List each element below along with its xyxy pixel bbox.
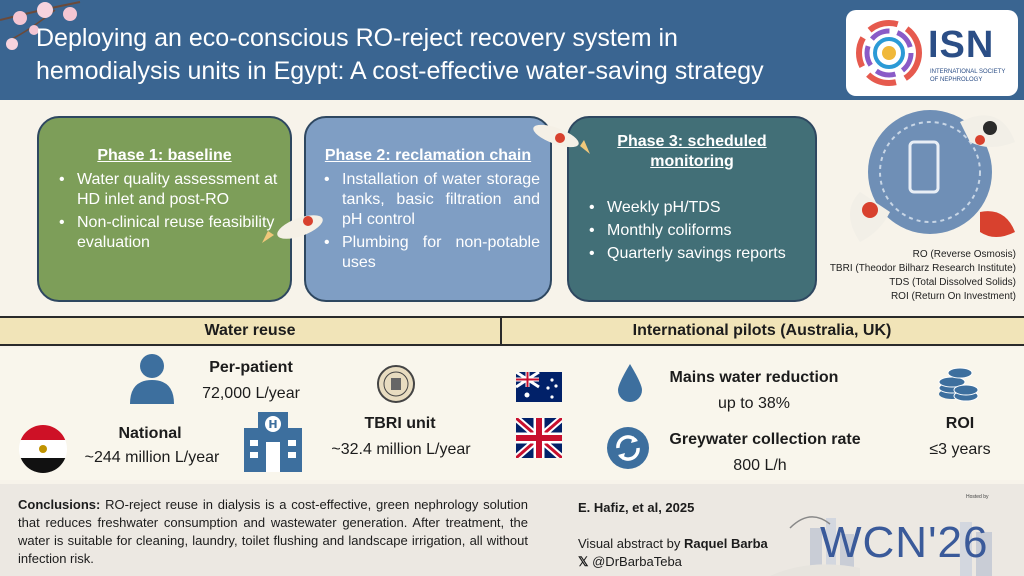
phase-1-box: Phase 1: baseline Water quality assessme… <box>37 116 292 302</box>
phase-2-title: Phase 2: reclamation chain <box>324 147 532 164</box>
conclusions-text: Conclusions: RO-reject reuse in dialysis… <box>18 497 528 566</box>
uk-flag-icon <box>516 418 562 458</box>
mains-reduction-value: up to 38% <box>717 395 791 412</box>
isn-logo: ISN INTERNATIONAL SOCIETY OF NEPHROLOGY <box>846 10 1018 96</box>
tbri-seal-icon <box>377 365 415 403</box>
recycle-cycle-icon <box>607 427 649 469</box>
national-value: ~244 million L/year <box>84 449 220 466</box>
greywater-value: 800 L/h <box>733 457 787 474</box>
city-skyline-illustration <box>770 516 992 576</box>
koi-globe-illustration <box>850 110 1015 242</box>
wcn-event-logo: WCN'26 <box>820 518 989 567</box>
water-reuse-heading: Water reuse <box>204 322 296 339</box>
pilots-heading: International pilots (Australia, UK) <box>632 322 892 339</box>
abbreviations-list: RO (Reverse Osmosis) TBRI (Theodor Bilha… <box>829 249 1016 302</box>
national-label: National <box>118 425 182 442</box>
tbri-value: ~32.4 million L/year <box>331 441 471 458</box>
mains-reduction-label: Mains water reduction <box>669 369 839 386</box>
phase-1-title: Phase 1: baseline <box>97 147 232 164</box>
isn-ring-icon <box>856 20 922 86</box>
per-patient-label: Per-patient <box>209 359 293 376</box>
cherry-blossom-icon <box>0 1 81 50</box>
visual-abstract-credit: Visual abstract by Raquel Barba <box>578 536 768 551</box>
roi-label: ROI <box>945 415 975 432</box>
phase-2-box: Phase 2: reclamation chain Installation … <box>304 116 552 302</box>
hosted-by-label: Hosted by <box>966 494 989 500</box>
svg-text:H: H <box>268 418 277 431</box>
isn-logo-subtext: INTERNATIONAL SOCIETY OF NEPHROLOGY <box>930 69 1006 83</box>
twitter-handle: 𝕏 @DrBarbaTeba <box>578 554 682 569</box>
phase-2-item: Plumbing for non-potable uses <box>316 233 540 273</box>
phase-3-item: Monthly coliforms <box>581 221 803 241</box>
egypt-flag-icon <box>19 425 67 473</box>
phase-1-item: Non-clinical reuse feasibility evaluatio… <box>51 213 278 253</box>
authors-credit: E. Hafiz, et al, 2025 <box>578 500 695 515</box>
isn-logo-text: ISN <box>928 24 995 66</box>
tbri-label: TBRI unit <box>364 415 436 432</box>
stats-panel <box>0 348 1024 480</box>
greywater-label: Greywater collection rate <box>669 431 861 448</box>
band-divider <box>500 318 502 344</box>
phase-3-item: Weekly pH/TDS <box>581 198 803 218</box>
x-logo-icon: 𝕏 <box>578 554 589 569</box>
phase-2-item: Installation of water storage tanks, bas… <box>316 170 540 230</box>
phase-1-item: Water quality assessment at HD inlet and… <box>51 170 278 210</box>
australia-flag-icon <box>516 372 562 402</box>
phase-3-title: Phase 3: scheduled monitoring <box>617 133 767 170</box>
koi-fish-icon <box>262 215 323 243</box>
coins-icon <box>938 367 979 402</box>
koi-fish-icon <box>533 124 590 154</box>
per-patient-value: 72,000 L/year <box>202 385 300 402</box>
section-band: Water reuse International pilots (Austra… <box>0 316 1024 346</box>
phase-3-box: Phase 3: scheduled monitoring Weekly pH/… <box>567 116 817 302</box>
phase-3-item: Quarterly savings reports <box>581 244 803 264</box>
page-title: Deploying an eco-conscious RO-reject rec… <box>36 24 764 85</box>
hospital-building-icon: H <box>244 412 302 472</box>
person-icon <box>130 354 174 404</box>
water-drop-icon <box>618 364 642 402</box>
roi-value: ≤3 years <box>929 441 991 458</box>
